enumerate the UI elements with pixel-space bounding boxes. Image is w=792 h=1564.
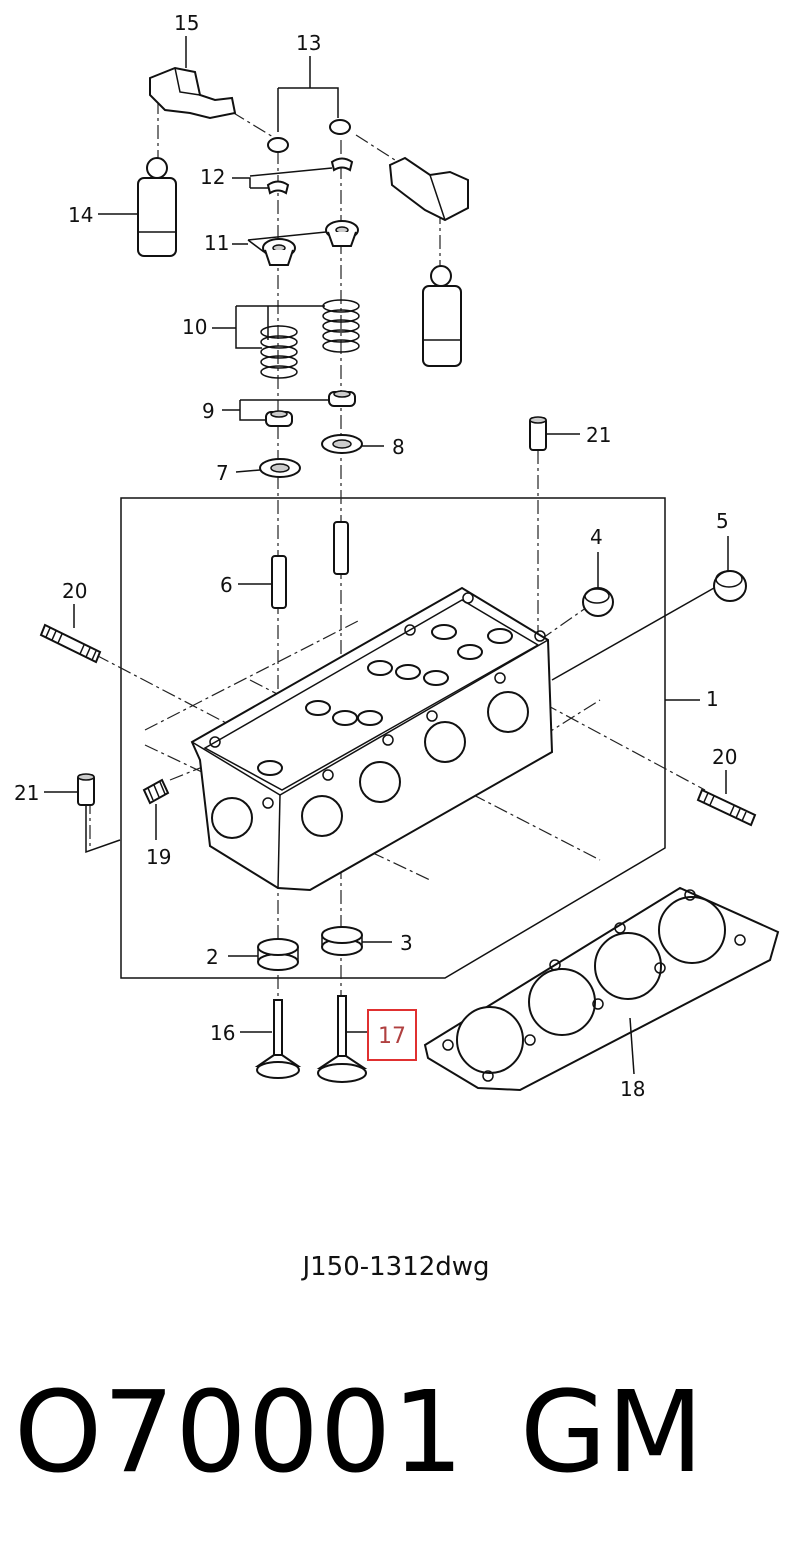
valve-stem-seals[interactable] <box>265 390 356 427</box>
intake-valve-16[interactable] <box>254 999 302 1079</box>
exhaust-valve-17[interactable] <box>316 995 368 1083</box>
callout-18: 18 <box>620 1077 645 1101</box>
part-code: O70001 <box>14 1368 465 1498</box>
spring-seat-7[interactable] <box>259 458 301 478</box>
lifter-right[interactable] <box>422 265 462 367</box>
callout-2: 2 <box>206 945 219 969</box>
callout-21-left: 21 <box>14 781 39 805</box>
rocker-arm-left[interactable] <box>149 66 237 120</box>
callout-15: 15 <box>174 11 199 35</box>
callout-21-top: 21 <box>586 423 611 447</box>
valve-seat-3[interactable] <box>321 926 363 956</box>
callout-3: 3 <box>400 931 413 955</box>
assembly-frame <box>120 497 666 979</box>
cylinder-head[interactable] <box>190 586 554 892</box>
stud-19[interactable] <box>142 778 170 805</box>
plug-4[interactable] <box>582 587 614 617</box>
callout-7: 7 <box>216 461 229 485</box>
callout-20-right: 20 <box>712 745 737 769</box>
leader-lines <box>44 36 729 1075</box>
spring-seat-8[interactable] <box>321 434 363 454</box>
valve-keepers-12[interactable] <box>266 157 354 195</box>
lifter-left[interactable] <box>137 157 177 257</box>
callout-1: 1 <box>706 687 719 711</box>
spring-retainers[interactable] <box>262 220 359 266</box>
callout-labels: 15 13 12 14 11 10 9 8 21 7 5 4 6 20 1 20… <box>14 11 737 1101</box>
callout-5: 5 <box>716 509 729 533</box>
plug-5[interactable] <box>713 570 747 602</box>
callout-13: 13 <box>296 31 321 55</box>
callout-20-left: 20 <box>62 579 87 603</box>
cam-bores <box>211 691 529 839</box>
dowel-pin-top[interactable] <box>529 416 547 451</box>
valve-springs[interactable] <box>260 299 360 379</box>
callout-12: 12 <box>200 165 225 189</box>
centerlines <box>89 100 706 1000</box>
dowel-pin-left[interactable] <box>77 773 95 806</box>
callout-8: 8 <box>392 435 405 459</box>
callout-17: 17 <box>378 1024 406 1049</box>
callout-4: 4 <box>590 525 603 549</box>
callout-19: 19 <box>146 845 171 869</box>
drawing-id: J150-1312dwg <box>302 1252 490 1282</box>
stud-left[interactable] <box>39 623 102 664</box>
callout-16: 16 <box>210 1021 235 1045</box>
valve-ports <box>257 624 513 776</box>
bolt-holes <box>209 592 546 809</box>
callout-11: 11 <box>204 231 229 255</box>
callout-6: 6 <box>220 573 233 597</box>
valve-keepers-13[interactable] <box>267 119 351 153</box>
rocker-arm-right[interactable] <box>388 156 469 222</box>
valve-seat-2[interactable] <box>257 938 299 971</box>
brand-label: GM <box>520 1368 704 1498</box>
head-gasket[interactable] <box>423 886 780 1092</box>
stud-right[interactable] <box>696 788 757 827</box>
callout-10: 10 <box>182 315 207 339</box>
callout-9: 9 <box>202 399 215 423</box>
callout-14: 14 <box>68 203 93 227</box>
valve-guides[interactable] <box>271 521 349 609</box>
highlight-box <box>367 1009 417 1061</box>
